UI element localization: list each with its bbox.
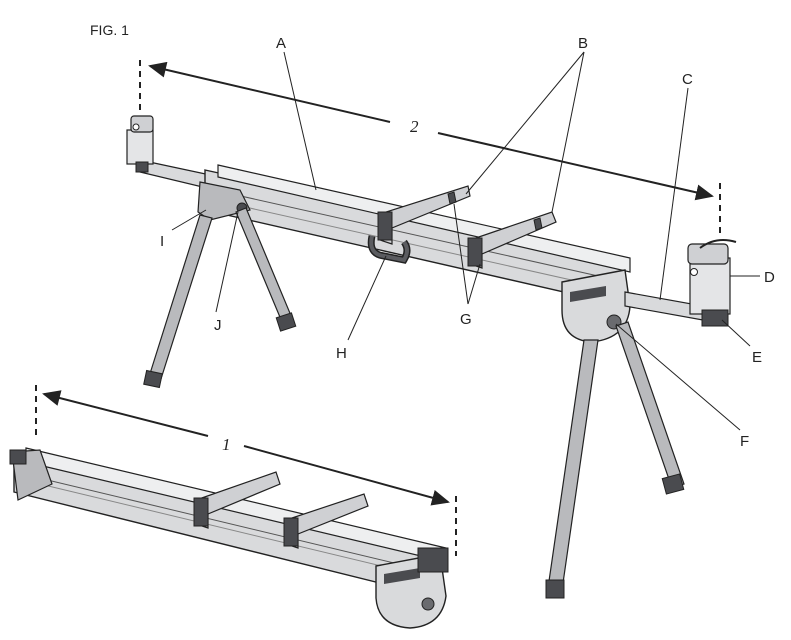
left-front-leg	[148, 215, 212, 382]
left-end-support	[127, 116, 153, 172]
dimension-arrow-2-left	[150, 66, 390, 122]
callout-e: E	[752, 349, 762, 366]
callout-f: F	[740, 433, 749, 450]
dimension-arrow-2-right	[438, 133, 712, 196]
right-end-support	[688, 240, 736, 326]
right-rear-leg	[616, 322, 684, 488]
callout-g: G	[460, 311, 472, 328]
dimension-arrow-1-left	[44, 394, 208, 436]
callout-j: J	[214, 317, 222, 334]
callout-a: A	[276, 35, 286, 52]
dimension-label-folded: 1	[222, 435, 231, 454]
callout-c: C	[682, 71, 693, 88]
right-front-leg	[548, 340, 598, 590]
callout-d: D	[764, 269, 775, 286]
dimension-label-extended: 2	[410, 117, 419, 136]
figure-title: FIG. 1	[90, 22, 129, 38]
callout-b: B	[578, 35, 588, 52]
callout-i: I	[160, 233, 164, 250]
callout-h: H	[336, 345, 347, 362]
end-support-base-e	[702, 310, 728, 326]
folded-stand: 1	[10, 385, 456, 628]
